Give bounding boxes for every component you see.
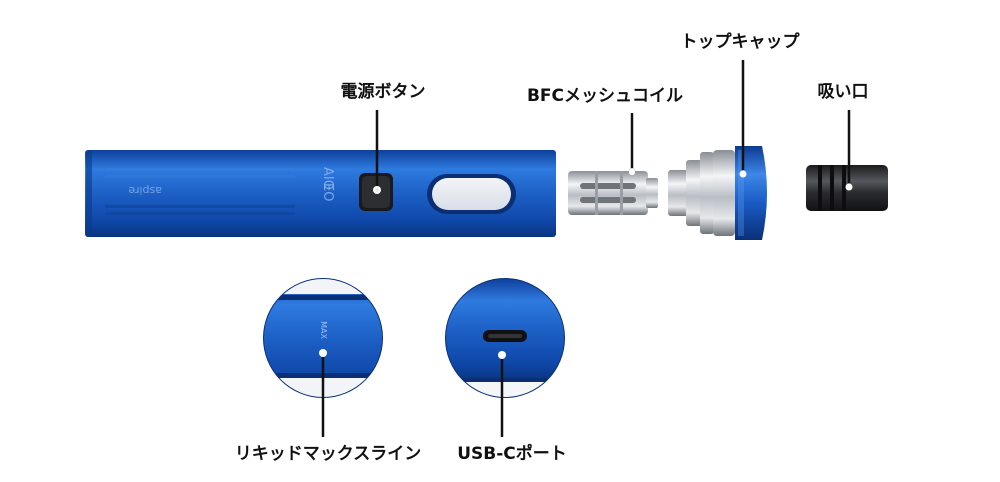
power-button[interactable] [359,173,393,211]
mouthpiece [806,165,888,211]
label-mouthpiece: 吸い口 [818,82,869,102]
max-line-detail: MAX [263,278,383,398]
label-liquid-max-line: リキッドマックスライン [235,444,422,464]
usb-c-detail [445,278,565,398]
model-mark-line2: AIO [320,167,335,190]
max-mark: MAX [319,321,328,339]
leader-lines [321,60,851,437]
liquid-window [427,174,516,214]
label-usb-c-port: USB-Cポート [457,443,567,464]
label-power-button: 電源ボタン [341,81,426,102]
label-top-cap: トップキャップ [681,31,801,52]
brand-mark: aspire [128,184,162,197]
mesh-coil [568,168,658,215]
battery-body: aspire EO AIO [85,150,556,237]
model-mark-line1: EO [320,183,335,201]
top-cap-assembly [668,146,767,240]
label-coil: BFCメッシュコイル [527,86,683,106]
